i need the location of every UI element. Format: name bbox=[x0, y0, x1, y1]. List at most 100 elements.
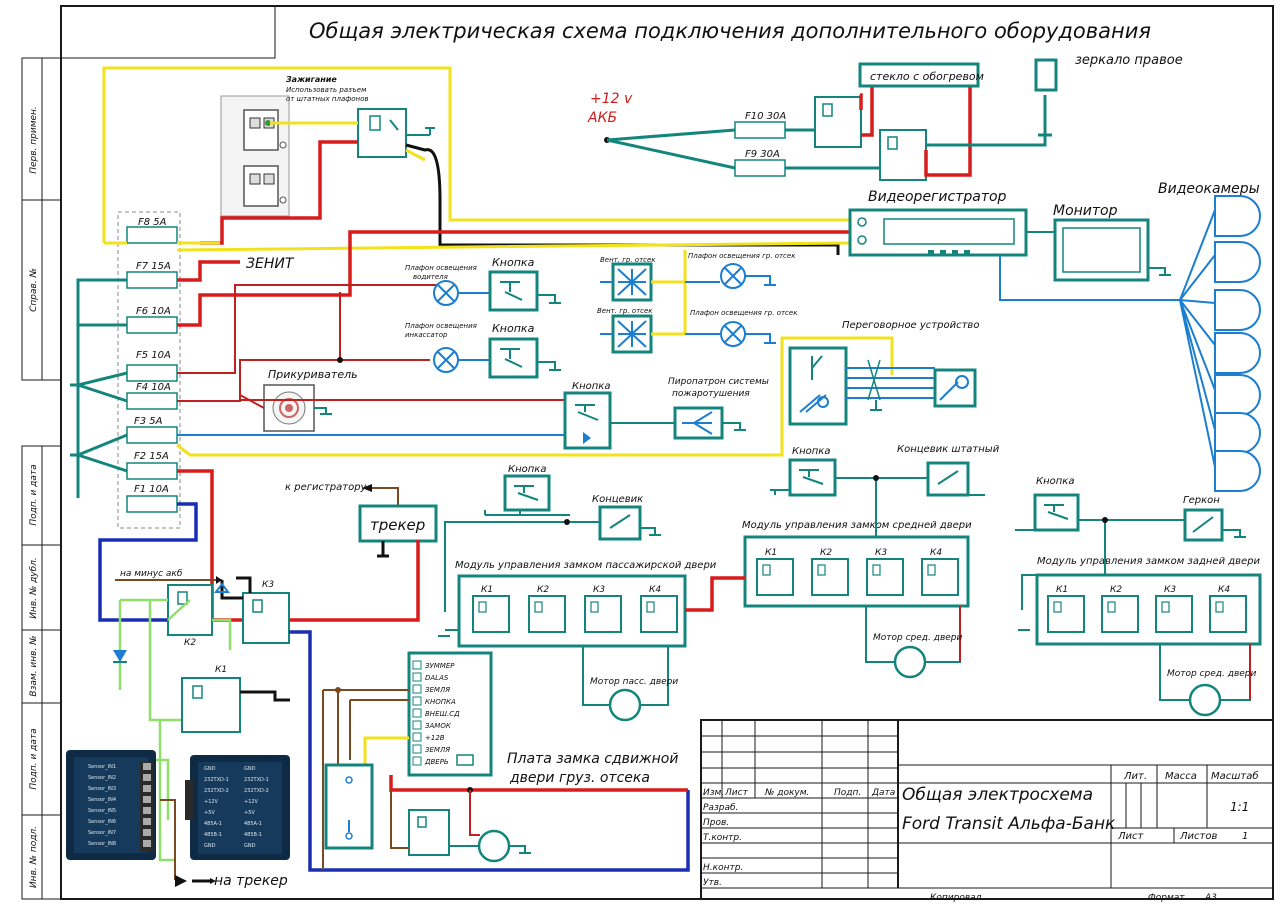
board-pin-label: ЗЕМЛЯ bbox=[425, 746, 450, 754]
camera-icon bbox=[1214, 289, 1261, 331]
ignition-subtitle: Использовать разъем bbox=[286, 86, 367, 94]
fuse-f4 bbox=[126, 392, 178, 410]
monitor-label: Монитор bbox=[1053, 203, 1118, 219]
fuse-f5 bbox=[126, 364, 178, 382]
module-row-label: GND bbox=[204, 843, 216, 849]
board-pin-label: ЗУММЕР bbox=[425, 662, 455, 670]
battery-label: АКБ bbox=[587, 110, 617, 126]
module-relay-label: К2 bbox=[537, 585, 549, 595]
limit-switch-box bbox=[598, 505, 642, 541]
module-row-label: 232TXD-2 bbox=[244, 788, 269, 794]
terminal-screw bbox=[143, 807, 151, 814]
wire-red-zenit bbox=[177, 260, 240, 282]
button-box bbox=[503, 474, 551, 512]
fuse-f8 bbox=[126, 226, 178, 244]
side-label: Справ. № bbox=[29, 268, 39, 312]
button-box bbox=[488, 337, 539, 379]
fuse-f2 bbox=[126, 462, 178, 480]
relay-coil bbox=[817, 564, 826, 576]
module-row-label: Sensor_IN5 bbox=[88, 808, 116, 814]
module-relay bbox=[866, 558, 904, 596]
wire-black-ignition bbox=[405, 143, 840, 255]
supply-bus bbox=[70, 278, 128, 498]
module-relay-label: К3 bbox=[593, 585, 605, 595]
stamp-razrab: Разраб. bbox=[703, 803, 738, 813]
lamp-label: инкассатор bbox=[405, 331, 448, 339]
module-row-label: 485B-1 bbox=[244, 832, 262, 838]
ignition-relay bbox=[357, 108, 435, 158]
motor-icon bbox=[1188, 683, 1222, 717]
board-pin bbox=[412, 660, 422, 670]
lamp-label: Плафон освещения bbox=[405, 322, 477, 330]
lamps-section: Плафон освещения водителя Плафон освещен… bbox=[177, 256, 561, 402]
fuse-label: F10 30A bbox=[745, 111, 786, 122]
module-label: Модуль управления замком задней двери bbox=[1037, 556, 1261, 567]
lamp-label: водителя bbox=[413, 273, 448, 281]
side-label: Перв. примен. bbox=[29, 106, 39, 174]
board-pin-label: КНОПКА bbox=[425, 698, 456, 706]
module-relay-label: К1 bbox=[1056, 585, 1068, 595]
stamp-lit: Лит. bbox=[1123, 771, 1147, 782]
relay-coil bbox=[1161, 601, 1170, 613]
fan-label: Вент. гр. отсек bbox=[600, 256, 656, 264]
stamp-data: Дата bbox=[871, 788, 895, 798]
wire-red-videoreg bbox=[177, 230, 850, 327]
relay-label: К3 bbox=[262, 580, 274, 590]
videoreg-section: Видеорегистратор Монитор bbox=[848, 189, 1216, 468]
fuse-label: F7 15A bbox=[136, 261, 171, 272]
board-title: двери груз. отсека bbox=[509, 770, 650, 786]
board-pin-label: ЗЕМЛЯ bbox=[425, 686, 450, 694]
motor-label: Мотор сред. двери bbox=[1167, 669, 1257, 679]
board-pin bbox=[412, 696, 422, 706]
limit-switch-label: Концевик bbox=[592, 494, 643, 505]
module-row-label: Sensor_IN6 bbox=[88, 819, 116, 825]
module-row-label: 485A-1 bbox=[204, 821, 222, 827]
fuse-f9 bbox=[734, 159, 786, 177]
module-relay-label: К1 bbox=[765, 548, 777, 558]
reed-label: Геркон bbox=[1183, 495, 1220, 506]
fan-label: Вент. гр. отсек bbox=[597, 307, 653, 315]
ignition-title: Зажигание bbox=[286, 75, 337, 84]
lamp-label: Плафон освещения bbox=[405, 264, 477, 272]
relay-coil bbox=[1053, 601, 1062, 613]
limit-switch-std-label: Концевик штатный bbox=[897, 444, 1000, 455]
motors: Мотор пасс. двери Мотор сред. двери Мото… bbox=[582, 606, 1257, 722]
side-label: Подп. и дата bbox=[29, 464, 39, 525]
mirror-label: зеркало правое bbox=[1075, 53, 1183, 68]
button-box bbox=[788, 458, 837, 497]
side-label: Подп. и дата bbox=[29, 728, 39, 789]
relay-coil bbox=[927, 564, 936, 576]
module-row-label: Sensor_IN3 bbox=[88, 786, 116, 792]
stamp-scale: 1:1 bbox=[1230, 800, 1249, 814]
stamp-format-value: А3 bbox=[1204, 893, 1217, 903]
module-row-label: +5V bbox=[244, 810, 255, 816]
button-label: Кнопка bbox=[492, 256, 535, 269]
module-row-label: 485A-1 bbox=[244, 821, 262, 827]
fuse-f6 bbox=[126, 316, 178, 334]
ignition-subtitle: от штатных плафонов bbox=[286, 95, 369, 103]
stamp-ndoc: № докум. bbox=[764, 788, 809, 798]
relay-k2 bbox=[167, 584, 213, 636]
module-row-label: +12V bbox=[204, 799, 219, 805]
board-pin-label: ДВЕРЬ bbox=[424, 758, 449, 766]
wire-yellow-ignition bbox=[102, 66, 852, 243]
fuse-label: F3 5A bbox=[134, 416, 163, 427]
videoreg-label: Видеорегистратор bbox=[868, 189, 1007, 205]
module-row-label: GND bbox=[244, 766, 256, 772]
terminal-screw bbox=[143, 774, 151, 781]
stamp-sheets-value: 1 bbox=[1242, 831, 1248, 842]
board-pins: ЗУММЕРDALASЗЕМЛЯКНОПКАВНЕШ.СДЗАМОК+12ВЗЕ… bbox=[412, 660, 460, 766]
wire-yellow-f8 bbox=[104, 241, 851, 252]
stamp-title: Ford Transit Альфа-Банк bbox=[902, 814, 1116, 834]
module-row-label: Sensor_IN2 bbox=[88, 775, 116, 781]
module-row-label: GND bbox=[244, 843, 256, 849]
door-lock-box bbox=[324, 763, 374, 850]
pyro-label: Пиропатрон системы bbox=[668, 377, 769, 387]
stamp-tkontr: Т.контр. bbox=[703, 833, 742, 843]
module-row-label: +5V bbox=[204, 810, 215, 816]
button-label: Кнопка bbox=[492, 322, 535, 335]
side-label: Инв. № дубл. bbox=[29, 557, 39, 619]
fuse-label: F1 10A bbox=[134, 484, 169, 495]
fuse-label: F4 10A bbox=[136, 382, 171, 393]
relay-k3 bbox=[242, 592, 290, 644]
